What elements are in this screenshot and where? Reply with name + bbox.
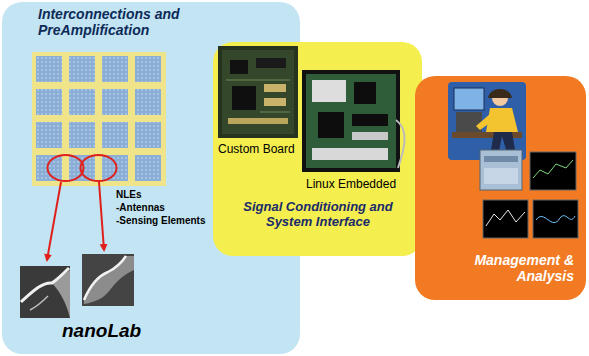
photo-caption: Custom Board — [218, 142, 295, 156]
sem-image — [82, 254, 134, 306]
panel-title: nanoLab — [62, 320, 192, 342]
callout-label: NLEs — [116, 189, 142, 201]
monitor-screens — [480, 150, 578, 238]
callout-label: -Sensing Elements — [116, 215, 205, 227]
panel-heading: Management & Analysis — [444, 252, 574, 284]
signal-panel: Signal Conditioning and System Interface… — [213, 42, 422, 256]
sem-image — [20, 266, 70, 318]
panel-heading: Interconnections and PreAmplification — [38, 6, 213, 38]
panel-heading: Signal Conditioning and System Interface — [233, 200, 403, 230]
custom-board-photo — [218, 46, 298, 138]
sensor-grid — [32, 52, 166, 186]
highlight-circles — [48, 155, 117, 181]
analyst-clipart — [448, 82, 526, 160]
management-panel: Management & Analysis — [415, 76, 586, 300]
linux-board-photo — [302, 70, 405, 172]
zoom-arrows — [47, 182, 104, 260]
callout-label: -Antennas — [116, 202, 165, 214]
photo-caption: Linux Embedded — [306, 177, 396, 191]
